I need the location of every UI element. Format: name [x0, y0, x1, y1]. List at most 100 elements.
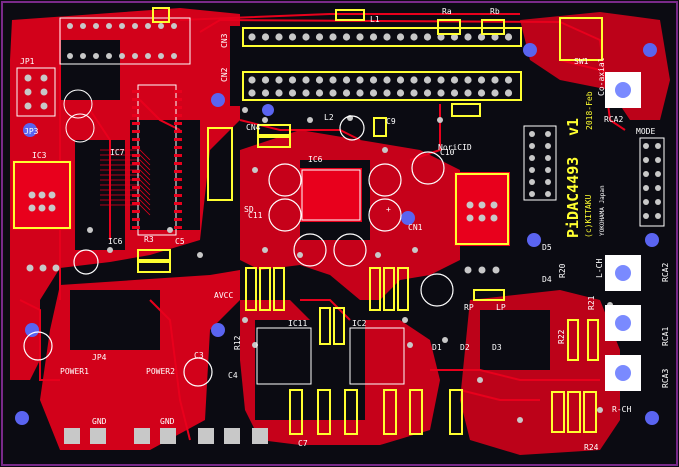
mode-pin — [655, 185, 661, 191]
label-rca1: RCA1 — [661, 327, 670, 346]
board-author: (c)KITAKU — [584, 194, 593, 238]
ic8-pad — [174, 114, 182, 117]
jumper-pin — [545, 143, 551, 149]
ic1-footprint — [59, 17, 191, 65]
label-cn4: CN4 — [246, 123, 261, 132]
label-cn3: CN3 — [220, 33, 229, 48]
ic8-pad — [132, 98, 140, 101]
ic8-pad — [132, 210, 140, 213]
label-jp1: JP1 — [20, 57, 35, 66]
ic1-pins — [67, 23, 177, 59]
gpio-pin — [315, 33, 324, 41]
ic1-pin — [171, 23, 177, 29]
label-ic6-left: IC6 — [108, 237, 123, 246]
ic8-pad — [174, 122, 182, 125]
label-c7: C7 — [298, 439, 308, 448]
label-c5: C5 — [175, 237, 185, 246]
label-c4: C4 — [228, 371, 238, 380]
regulator-ic7 — [454, 172, 510, 274]
label-cn2: CN2 — [220, 67, 229, 82]
gpio-pin — [356, 33, 364, 41]
jumper-pin — [545, 179, 551, 185]
ic8-pad — [132, 154, 140, 157]
ic1-pin — [132, 53, 138, 59]
gpio-pin — [342, 76, 351, 84]
ic1-pin — [67, 23, 73, 29]
board-date: 2018-Feb — [585, 91, 594, 130]
gpio-pin — [356, 76, 364, 84]
gpio-pin-rows — [248, 33, 513, 97]
ic1-pin — [93, 23, 99, 29]
ic1-pin — [80, 23, 86, 29]
mounting-holes — [15, 43, 659, 425]
ic8-pad — [174, 146, 182, 149]
mode-pin — [643, 143, 649, 149]
gpio-pin — [464, 33, 472, 41]
gpio-pin — [329, 33, 337, 41]
label-l2: L2 — [324, 113, 334, 122]
gpio-pin — [437, 33, 445, 41]
ic8-pad — [132, 130, 140, 133]
gpio-pin — [261, 76, 270, 84]
ic1-pin — [93, 53, 99, 59]
gpio-pin — [342, 89, 351, 97]
label-sw1: SW1 — [574, 57, 589, 66]
gpio-pin — [450, 76, 459, 84]
label-r3: R3 — [144, 235, 154, 244]
gpio-pin — [261, 89, 270, 97]
label-jp4: JP4 — [92, 353, 107, 362]
label-rca-top: RCA2 — [604, 115, 623, 124]
electrolytic-caps — [23, 115, 454, 387]
ic8-pad — [174, 202, 182, 205]
ic8-pad — [174, 130, 182, 133]
ic8-pad — [132, 186, 140, 189]
label-rb: Rb — [490, 7, 500, 16]
gpio-pin — [477, 33, 486, 41]
jumper-pin — [529, 155, 535, 161]
gpio-pin — [504, 33, 513, 41]
label-jp3: JP3 — [24, 127, 39, 136]
ic8-pad — [174, 90, 182, 93]
gpio-pin — [396, 76, 405, 84]
mode-pin — [643, 199, 649, 205]
label-avcc: AVCC — [214, 291, 233, 300]
gpio-pin — [248, 33, 256, 41]
mode-pins — [529, 131, 661, 219]
ic8-pad — [132, 122, 140, 125]
regulator-ic3 — [12, 160, 72, 272]
gpio-pin — [410, 76, 418, 84]
label-r24: R24 — [584, 443, 599, 452]
ic8-pad — [174, 106, 182, 109]
ic8-pad — [132, 114, 140, 117]
ic1-pin — [171, 53, 177, 59]
gpio-pin — [329, 76, 337, 84]
gpio-pin — [288, 76, 297, 84]
gpio-pin — [464, 76, 472, 84]
label-rch: R-CH — [612, 405, 631, 414]
header-cn3 — [242, 27, 522, 101]
gpio-pin — [248, 89, 256, 97]
ic8-pad — [132, 170, 140, 173]
ic8-pad — [174, 186, 182, 189]
label-gnd-2: GND — [160, 417, 175, 426]
mode-pin — [655, 199, 661, 205]
gpio-pin — [275, 89, 283, 97]
label-ic3: IC3 — [32, 151, 47, 160]
gpio-pin — [423, 89, 432, 97]
gpio-pin — [369, 33, 378, 41]
gpio-pin — [275, 76, 283, 84]
gpio-pin — [491, 33, 499, 41]
label-d5: D5 — [542, 243, 552, 252]
ic8-pad — [132, 146, 140, 149]
ic1-pin — [132, 23, 138, 29]
label-lch: L-CH — [595, 259, 604, 278]
label-ra: Ra — [442, 7, 452, 16]
label-c3: C3 — [194, 351, 204, 360]
gpio-pin — [396, 33, 405, 41]
label-power2: POWER2 — [146, 367, 175, 376]
jumper-pin — [529, 131, 535, 137]
ic8-pad — [174, 194, 182, 197]
gpio-pin — [423, 76, 432, 84]
gpio-pin — [423, 33, 432, 41]
